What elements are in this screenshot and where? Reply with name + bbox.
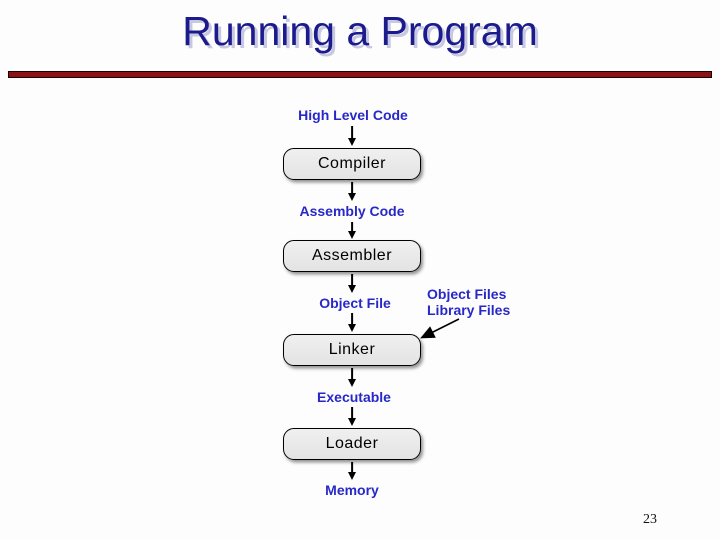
title-divider-rule bbox=[8, 71, 712, 78]
flow-label-executable: Executable bbox=[317, 389, 391, 405]
arrow-down-icon bbox=[347, 462, 357, 480]
flow-label-object-library-files: Object Files Library Files bbox=[427, 286, 510, 318]
side-label-line2: Library Files bbox=[427, 302, 511, 318]
side-label-line1: Object Files bbox=[427, 286, 507, 302]
flow-box-loader: Loader bbox=[283, 428, 421, 460]
arrow-diagonal-icon bbox=[420, 318, 460, 339]
flow-box-assembler: Assembler bbox=[283, 240, 421, 272]
flow-box-compiler: Compiler bbox=[283, 148, 421, 180]
page-number: 23 bbox=[643, 512, 657, 527]
arrow-down-icon bbox=[347, 274, 357, 293]
flow-box-linker: Linker bbox=[283, 334, 421, 366]
arrow-down-icon bbox=[347, 126, 357, 146]
arrow-down-icon bbox=[347, 313, 357, 332]
arrow-down-icon bbox=[347, 407, 357, 426]
arrow-down-icon bbox=[347, 368, 357, 387]
flow-label-high-level-code: High Level Code bbox=[298, 107, 408, 123]
page-title: Running a Program bbox=[182, 8, 538, 54]
arrow-down-icon bbox=[347, 182, 357, 201]
arrow-down-icon bbox=[347, 222, 357, 239]
flow-label-assembly-code: Assembly Code bbox=[299, 203, 405, 219]
flow-label-memory: Memory bbox=[325, 482, 379, 498]
flow-label-object-file: Object File bbox=[319, 295, 391, 311]
